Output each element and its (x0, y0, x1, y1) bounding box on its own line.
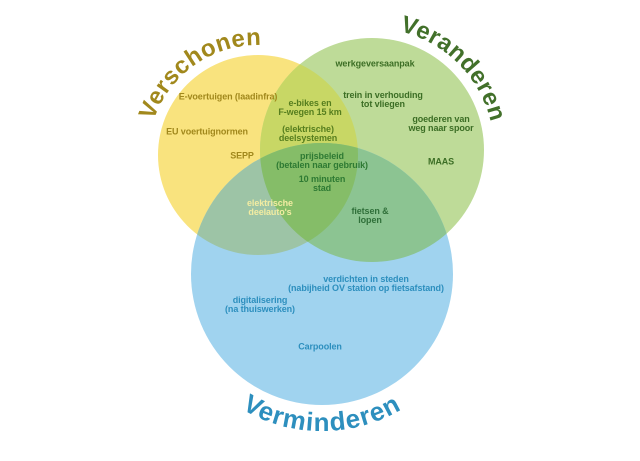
label-maas: MAAS (427, 156, 455, 167)
overlap-verschonen-verminderen (191, 143, 358, 255)
label-goederen-weg-naar-spoor: goederen van weg naar spoor (408, 114, 474, 133)
label-elektrische-deelautos: elektrische deelauto's (247, 198, 293, 217)
label-werkgeversaanpak: werkgeversaanpak (335, 58, 415, 69)
label-eu-voertuignormen: EU voertuignormen (166, 126, 248, 137)
label-elektrische-deelsystemen: (elektrische) deelsystemen (278, 124, 338, 143)
label-sepp: SEPP (230, 150, 254, 161)
label-prijsbeleid: prijsbeleid (betalen naar gebruik) (276, 151, 368, 170)
label-verdichten-in-steden: verdichten in steden (nabijheid OV stati… (288, 274, 444, 293)
label-e-voertuigen: E-voertuigen (laadinfra) (178, 91, 278, 102)
label-fietsen-lopen: fietsen & lopen (351, 206, 389, 225)
label-e-bikes-f-wegen: e-bikes en F-wegen 15 km (278, 98, 342, 117)
overlap-veranderen-verminderen (260, 143, 453, 262)
label-digitalisering: digitalisering (na thuiswerken) (225, 295, 295, 314)
label-carpoolen: Carpoolen (298, 341, 342, 352)
label-10-minuten-stad: 10 minuten stad (298, 174, 346, 193)
label-trein-vs-vliegen: trein in verhouding tot vliegen (343, 90, 423, 109)
